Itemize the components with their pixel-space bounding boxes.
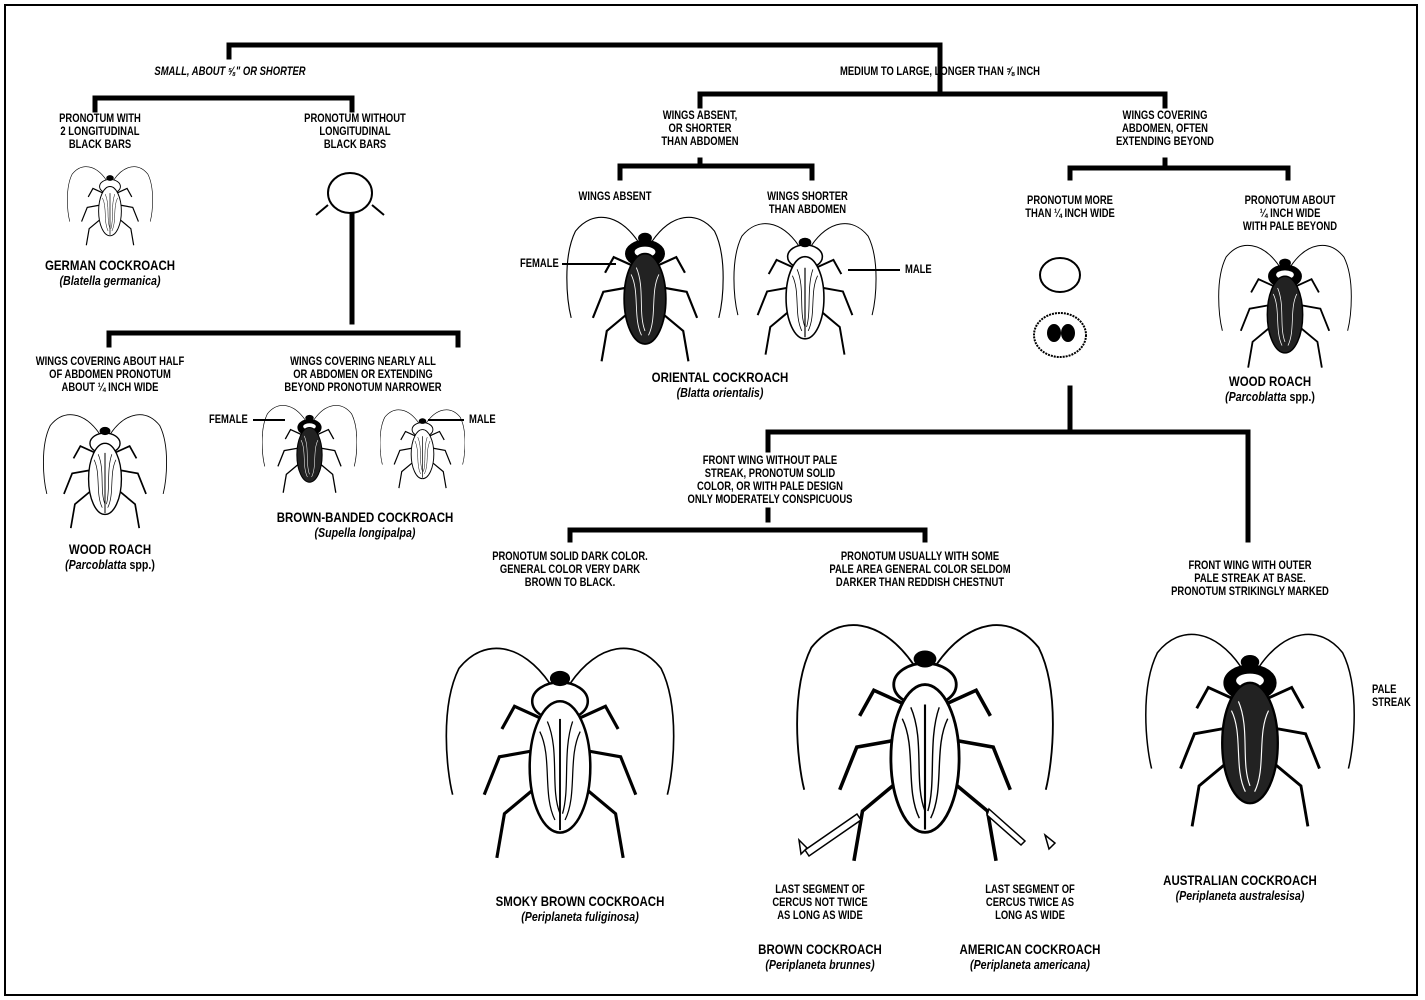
cercus-twice-label: LAST SEGMENT OF CERCUS TWICE AS LONG AS … xyxy=(981,884,1079,923)
brown-cockroach-name: BROWN COCKROACH xyxy=(752,942,888,957)
half-wings-label: WINGS COVERING ABOUT HALF OF ABDOMEN PRO… xyxy=(28,356,192,395)
wings-absent-bracket xyxy=(620,166,812,178)
female-tag-brown-banded: FEMALE xyxy=(209,414,248,427)
smoky-brown-illustration xyxy=(440,608,680,893)
oriental-cockroach-sci: (Blatta orientalis) xyxy=(635,386,805,400)
root-bracket xyxy=(229,45,940,57)
wood-roach-large-sci: (Parcoblatta spp.) xyxy=(1211,390,1330,404)
nearly-all-bracket xyxy=(109,333,458,345)
solid-dark-label: PRONOTUM SOLID DARK COLOR. GENERAL COLOR… xyxy=(488,551,652,590)
large-branch-label: MEDIUM TO LARGE, LONGER THAN ⅝ INCH xyxy=(833,66,1046,79)
no-pale-streak-label: FRONT WING WITHOUT PALE STREAK, PRONOTUM… xyxy=(680,455,860,507)
female-tag-oriental: FEMALE xyxy=(520,258,559,271)
wings-covering-label: WINGS COVERING ABDOMEN, OFTEN EXTENDING … xyxy=(1112,110,1219,149)
small-bracket xyxy=(95,98,352,110)
smoky-brown-sci: (Periplaneta fuliginosa) xyxy=(487,910,674,924)
pronotum-illustration xyxy=(310,163,390,223)
outer-pale-streak-label: FRONT WING WITH OUTER PALE STREAK AT BAS… xyxy=(1168,560,1332,599)
american-cockroach-name: AMERICAN COCKROACH xyxy=(949,942,1111,957)
cercus-not-twice-label: LAST SEGMENT OF CERCUS NOT TWICE AS LONG… xyxy=(771,884,869,923)
australian-cockroach-sci: (Periplaneta australesisa) xyxy=(1155,889,1325,903)
oriental-cockroach-name: ORIENTAL COCKROACH xyxy=(635,370,805,385)
australian-cockroach-name: AUSTRALIAN COCKROACH xyxy=(1155,873,1325,888)
wood-roach-large-illustration xyxy=(1210,235,1360,375)
brown-cercus-illustration xyxy=(795,810,865,865)
pronotum-about-label: PRONOTUM ABOUT ¼ INCH WIDE WITH PALE BEY… xyxy=(1237,195,1344,234)
oriental-female-illustration xyxy=(560,205,730,370)
oriental-male-illustration xyxy=(730,210,880,365)
german-cockroach-illustration xyxy=(60,160,160,250)
large-bracket xyxy=(700,94,1165,106)
male-tag-oriental: MALE xyxy=(905,264,932,277)
wood-roach-small-illustration xyxy=(40,405,170,535)
brown-banded-female-illustration xyxy=(262,398,357,498)
brown-banded-name: BROWN-BANDED COCKROACH xyxy=(272,510,459,525)
wood-roach-small-name: WOOD ROACH xyxy=(42,542,178,557)
male-tag-brown-banded: MALE xyxy=(469,414,496,427)
wings-covering-bracket xyxy=(1070,168,1288,178)
pronotum-pair-illustration xyxy=(1020,245,1100,375)
brown-banded-male-illustration xyxy=(380,398,465,498)
solid-vs-pale-bracket xyxy=(570,530,925,540)
wood-roach-small-sci: (Parcoblatta spp.) xyxy=(42,558,178,572)
german-cockroach-sci: (Blatella germanica) xyxy=(25,274,195,288)
pronotum-more-label: PRONOTUM MORE THAN ¼ INCH WIDE xyxy=(1021,195,1119,221)
nearly-all-wings-label: WINGS COVERING NEARLY ALL OR ABDOMEN OR … xyxy=(277,356,449,395)
pale-streak-tag: PALE STREAK xyxy=(1372,684,1411,710)
german-cockroach-name: GERMAN COCKROACH xyxy=(25,258,195,273)
american-cockroach-sci: (Periplaneta americana) xyxy=(949,958,1111,972)
pronotum-with-bars-label: PRONOTUM WITH 2 LONGITUDINAL BLACK BARS xyxy=(51,113,149,152)
pronotum-without-bars-label: PRONOTUM WITHOUT LONGITUDINAL BLACK BARS xyxy=(298,113,413,152)
wings-absent-label: WINGS ABSENT xyxy=(570,191,660,204)
brown-cockroach-sci: (Periplaneta brunnes) xyxy=(752,958,888,972)
smoky-brown-name: SMOKY BROWN COCKROACH xyxy=(487,894,674,909)
australian-illustration xyxy=(1140,598,1360,858)
pale-area-label: PRONOTUM USUALLY WITH SOME PALE AREA GEN… xyxy=(822,551,1019,590)
american-cercus-illustration xyxy=(985,805,1060,860)
wings-absent-shorter-label: WINGS ABSENT, OR SHORTER THAN ABDOMEN xyxy=(651,110,749,149)
small-branch-label: SMALL, ABOUT ⅝" OR SHORTER xyxy=(140,66,320,79)
brown-banded-sci: (Supella longipalpa) xyxy=(272,526,459,540)
wood-roach-large-name: WOOD ROACH xyxy=(1211,374,1330,389)
